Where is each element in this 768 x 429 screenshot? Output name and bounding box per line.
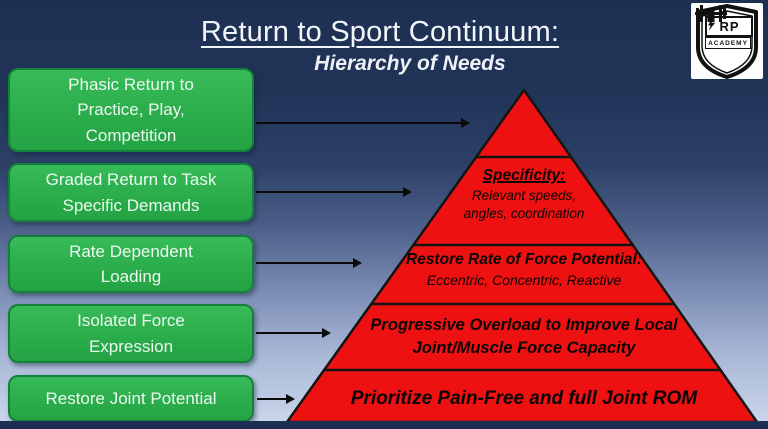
box-phasic-return: Phasic Return to Practice, Play, Competi… bbox=[8, 68, 254, 152]
dumbbell-fist-icon bbox=[695, 5, 727, 22]
logo-letter-p: P bbox=[729, 19, 739, 34]
connector-arrow-3 bbox=[256, 257, 362, 268]
rate-of-force-heading: Restore Rate of Force Potential: bbox=[406, 251, 642, 268]
r2p-academy-logo: R P ACADEMY bbox=[691, 3, 763, 79]
rate-of-force-detail: Eccentric, Concentric, Reactive bbox=[426, 272, 622, 288]
logo-brand-text: R P bbox=[705, 16, 753, 37]
bottom-accent-bar bbox=[0, 421, 768, 429]
pyramid-level-specificity: Specificity: Relevant speeds, angles, co… bbox=[414, 167, 634, 223]
box-restore-joint-potential: Restore Joint Potential bbox=[8, 375, 254, 422]
title-text: Return to Sport Continuum: bbox=[200, 16, 560, 48]
connector-arrow-1 bbox=[256, 117, 470, 128]
pyramid-level-rate-of-force: Restore Rate of Force Potential: Eccentr… bbox=[364, 251, 684, 290]
lightning-bolt-icon bbox=[707, 18, 716, 31]
connector-arrow-4 bbox=[256, 327, 331, 338]
page-title: Return to Sport Continuum: bbox=[150, 16, 610, 49]
box-isolated-force-expression: Isolated Force Expression bbox=[8, 304, 254, 363]
pyramid-level-progressive-overload: Progressive Overload to Improve Local Jo… bbox=[370, 316, 678, 358]
specificity-detail: Relevant speeds, angles, coordination bbox=[463, 188, 585, 222]
specificity-heading: Specificity: bbox=[482, 167, 566, 184]
logo-letter-r: R bbox=[719, 19, 729, 34]
pyramid-level-pain-free-rom: Prioritize Pain-Free and full Joint ROM bbox=[350, 388, 698, 409]
box-graded-return: Graded Return to Task Specific Demands bbox=[8, 163, 254, 222]
connector-arrow-2 bbox=[256, 186, 412, 197]
box-rate-dependent-loading: Rate Dependent Loading bbox=[8, 235, 254, 293]
subtitle-text: Hierarchy of Needs bbox=[314, 52, 506, 75]
logo-academy-text: ACADEMY bbox=[705, 37, 751, 49]
connector-arrow-5 bbox=[257, 393, 295, 404]
